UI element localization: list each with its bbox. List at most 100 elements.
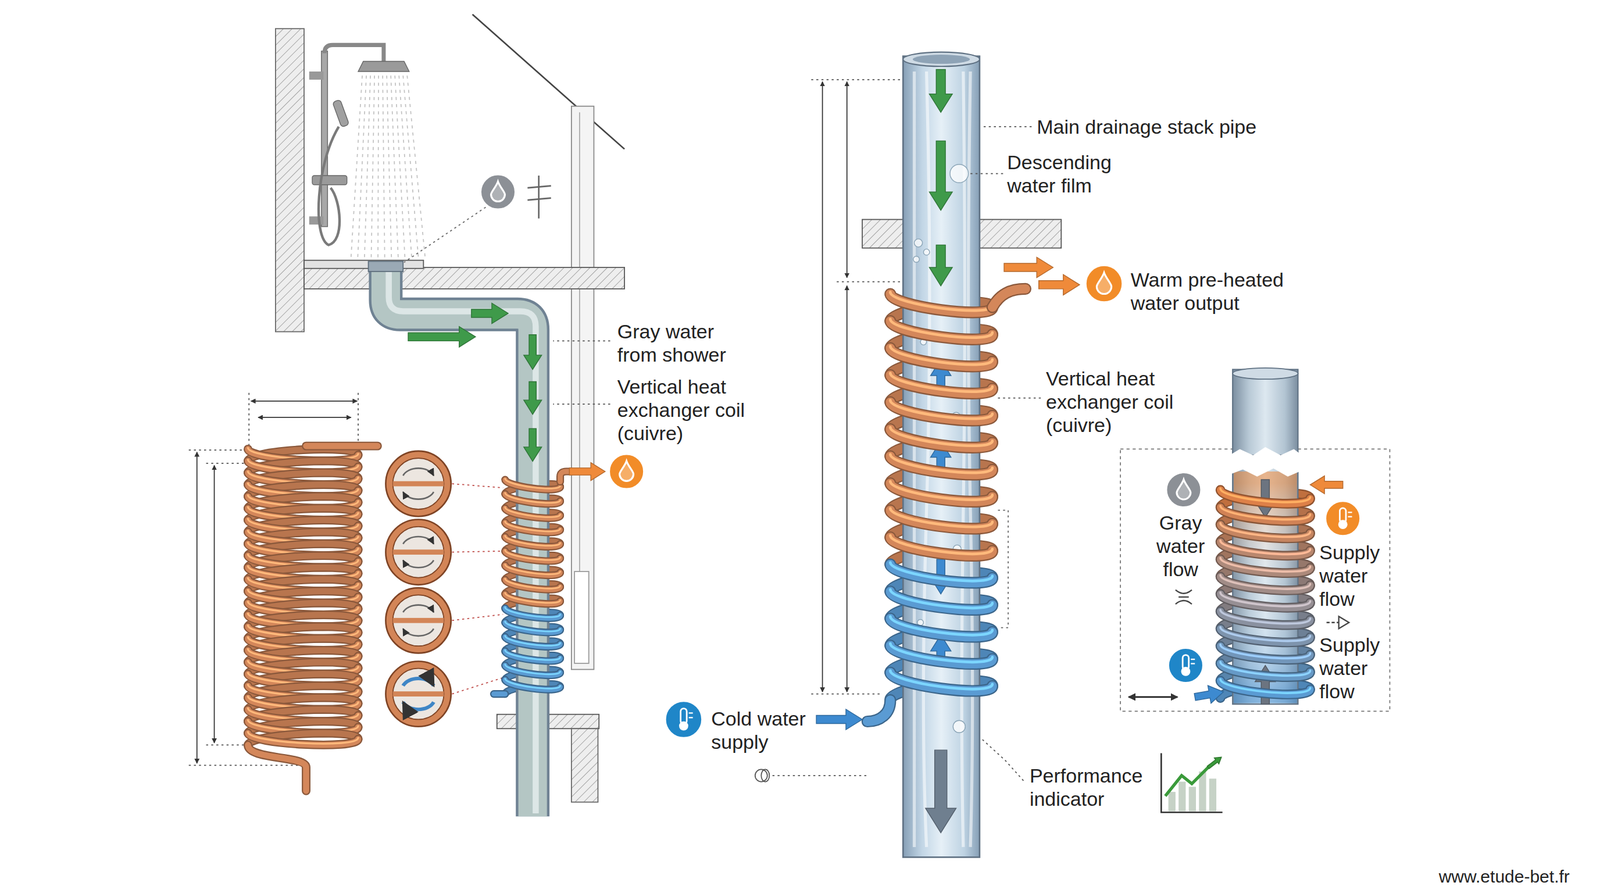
hand-shower xyxy=(332,99,350,128)
coil-lead xyxy=(247,744,306,791)
coil-highlight xyxy=(1220,505,1310,520)
coil-highlight xyxy=(1220,488,1310,503)
wall-bracket xyxy=(309,71,324,80)
coil-highlight xyxy=(247,731,359,744)
flow-arrow xyxy=(925,750,957,833)
thermometer-tick xyxy=(688,712,694,714)
section-divider xyxy=(393,549,445,555)
water-spray xyxy=(398,75,412,257)
chart-axis xyxy=(1161,752,1223,813)
coil-highlight xyxy=(890,345,993,365)
callout-label: Main drainage stack pipe xyxy=(1036,115,1257,139)
shower-tray xyxy=(304,260,424,269)
coil-lead xyxy=(493,690,505,698)
shower-hose xyxy=(318,126,340,246)
water-spray xyxy=(402,75,419,257)
leader-line xyxy=(983,126,1032,128)
window xyxy=(574,571,589,664)
air-bubble xyxy=(914,238,923,248)
flow-arrow xyxy=(1038,274,1080,295)
coil-highlight xyxy=(890,481,993,500)
leader-line xyxy=(552,340,610,342)
coil-lead xyxy=(992,288,1026,308)
leader-line xyxy=(452,614,504,621)
coil-highlight xyxy=(890,319,993,338)
dimension-line xyxy=(846,81,848,278)
coil-lead xyxy=(992,288,1026,308)
water-spray xyxy=(406,75,425,257)
chart-bar xyxy=(1209,778,1217,812)
pipes xyxy=(368,52,1303,858)
coil-lead xyxy=(867,700,891,722)
coil-highlight xyxy=(1220,627,1310,642)
leader-line xyxy=(836,281,902,283)
thermometer-tick xyxy=(1347,511,1352,513)
water-spray xyxy=(351,75,363,257)
drop-icon xyxy=(619,461,634,481)
dimension-line xyxy=(251,400,358,402)
thermometer-tick xyxy=(688,716,694,719)
flow-arrow xyxy=(408,326,476,348)
leader-line xyxy=(772,775,868,777)
dimension-line xyxy=(196,452,198,764)
coil-highlight xyxy=(890,589,993,609)
flow-swirl xyxy=(402,560,434,569)
small-symbol xyxy=(761,769,770,782)
leader-line xyxy=(188,449,250,451)
flow-arrow xyxy=(523,428,542,462)
thermometer-tick xyxy=(1190,662,1195,664)
section-divider xyxy=(393,481,445,487)
coil-highlight xyxy=(505,678,561,689)
coil-highlight xyxy=(1220,679,1310,694)
coil-highlight xyxy=(1220,662,1310,677)
section-core xyxy=(393,668,445,720)
thermometer-tick xyxy=(1190,658,1195,660)
coil-lead xyxy=(306,441,378,451)
flow-swirl xyxy=(402,536,434,545)
coil-lead xyxy=(867,700,891,722)
water-spray xyxy=(357,75,367,257)
coil-highlight xyxy=(505,506,561,517)
callout-label: Supply water flow xyxy=(1319,633,1389,703)
air-bubble xyxy=(913,256,920,263)
coil-highlight xyxy=(890,291,993,311)
flow-arrow xyxy=(569,462,605,481)
icon-disc xyxy=(1166,472,1202,508)
coil-lead xyxy=(493,691,505,697)
shower-arm xyxy=(324,44,384,62)
coil-highlight xyxy=(1220,575,1310,589)
flow-arrow xyxy=(816,709,863,730)
building-structure xyxy=(188,14,1391,803)
flow-swirl xyxy=(402,468,434,476)
icon-disc xyxy=(1085,265,1123,302)
chart-bar xyxy=(1188,786,1196,812)
flow-swirl xyxy=(402,605,434,613)
coil-highlight xyxy=(505,536,561,546)
coil-highlight xyxy=(505,636,561,646)
dimension-line xyxy=(213,465,216,743)
stack-pipe xyxy=(902,56,980,858)
thermometer-bulb xyxy=(679,721,689,731)
section-ring xyxy=(385,661,451,727)
leader-line xyxy=(811,693,880,695)
pipe-symbol xyxy=(527,186,551,189)
pipe-rim xyxy=(1232,368,1298,380)
leader-line xyxy=(206,462,250,464)
coil-highlight xyxy=(890,373,993,392)
flow-arrow xyxy=(523,381,542,415)
coil-highlight xyxy=(505,621,561,632)
coil-highlight xyxy=(1220,609,1310,624)
coil-highlight xyxy=(505,521,561,532)
shower-head xyxy=(358,61,410,72)
section-ring xyxy=(385,587,451,653)
callout-label: Gray water flow xyxy=(1150,511,1212,581)
pipe-rim xyxy=(902,52,980,67)
leader-line xyxy=(248,393,250,450)
flow-symbol xyxy=(1338,616,1350,629)
leader-line xyxy=(995,397,1041,399)
flow-arrow xyxy=(471,302,509,324)
section-core xyxy=(393,458,445,510)
water-spray xyxy=(377,75,379,257)
